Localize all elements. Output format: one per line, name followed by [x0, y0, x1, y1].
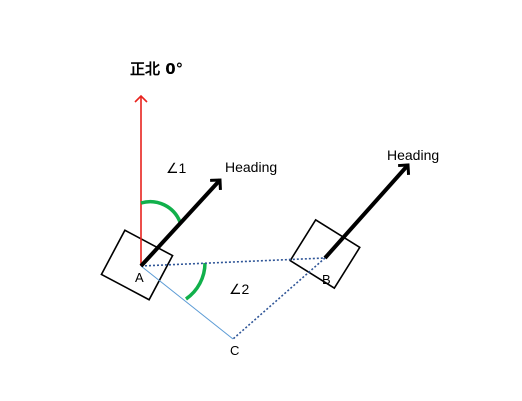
- line-a-b-dotted: [140, 257, 326, 267]
- heading-arrow-a: [139, 180, 220, 268]
- north-label: 正北 0°: [130, 60, 183, 78]
- heading-arrow-b: [323, 165, 408, 260]
- angle-2-arc: [184, 262, 207, 301]
- point-c-label: C: [230, 343, 239, 358]
- point-b-label: B: [322, 272, 331, 287]
- line-b-c-dotted: [232, 257, 326, 340]
- heading-label-b: Heading: [387, 147, 439, 163]
- angle-1-label: ∠1: [166, 160, 187, 176]
- heading-label-a: Heading: [225, 159, 277, 175]
- point-a-label: A: [135, 270, 144, 285]
- angle-2-label: ∠2: [229, 281, 250, 297]
- vehicle-b-box: [289, 218, 361, 290]
- vehicle-a-box: [100, 229, 174, 301]
- line-a-c: [140, 265, 234, 340]
- angle-1-arc: [140, 199, 182, 223]
